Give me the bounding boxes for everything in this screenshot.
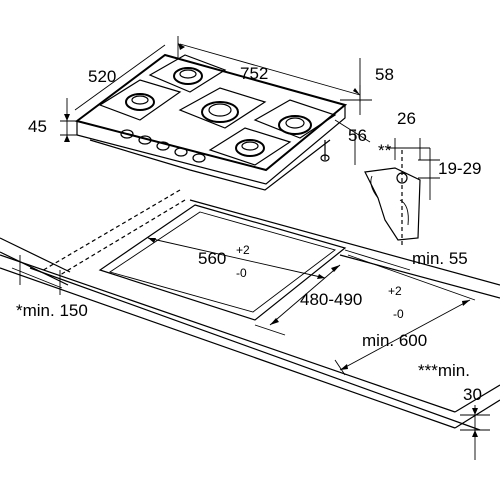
- arrow-30-top: [472, 408, 478, 415]
- arrow-752-left: [178, 43, 185, 50]
- dim-600-line: [339, 299, 471, 371]
- label-min-600: min. 600: [362, 331, 427, 350]
- knob-2: [138, 135, 152, 145]
- grate-left-front: [98, 79, 182, 121]
- label-560-tol-minus: -0: [236, 266, 247, 280]
- cooktop-drawing: [74, 53, 348, 191]
- arrow-heads: [64, 43, 478, 437]
- label-min-55: min. 55: [412, 249, 468, 268]
- label-480-tol-minus: -0: [393, 307, 404, 321]
- wall-line: [339, 254, 500, 299]
- burner-3-cap: [208, 103, 232, 117]
- dim-56-line: [334, 119, 371, 143]
- label-560-tol-plus: +2: [236, 243, 250, 257]
- dimension-labels: 752 520 45 58 56 26 ** 19-29 560 +2 -0 4…: [16, 64, 482, 404]
- dim-55-line: [344, 249, 411, 271]
- grate-center: [178, 87, 267, 129]
- worktop-left-top: [0, 237, 71, 273]
- control-knobs: [120, 129, 206, 163]
- knob-1: [120, 129, 134, 139]
- arrow-480-bottom: [270, 318, 279, 325]
- label-58: 58: [375, 65, 394, 84]
- dim-600-ext: [334, 359, 346, 376]
- burner-1-cap: [131, 95, 149, 105]
- worktop-back-edge: [189, 199, 500, 286]
- label-19-29: 19-29: [438, 159, 481, 178]
- dim-560-line: [147, 237, 326, 279]
- cutout-outer: [98, 204, 347, 321]
- arrow-560-right: [317, 274, 325, 279]
- worktop-drawing: [0, 189, 500, 460]
- label-double-star: **: [378, 141, 392, 160]
- arrow-752-right: [353, 88, 360, 95]
- clamp-profile: [364, 167, 421, 241]
- burner-5-cap: [241, 141, 259, 151]
- burner-1: [125, 93, 155, 111]
- clamp-detail: [364, 138, 440, 245]
- label-26: 26: [397, 109, 416, 128]
- label-min-30-line2: 30: [463, 385, 482, 404]
- arrow-45-bottom: [64, 135, 70, 142]
- clamp-curve: [370, 175, 379, 199]
- arrow-30-bottom: [472, 430, 478, 437]
- grate-right-back: [253, 99, 337, 139]
- arrow-600-top: [462, 300, 470, 306]
- footprint-dashed-2: [39, 189, 181, 273]
- label-480-490: 480-490: [300, 290, 362, 309]
- label-560: 560: [198, 249, 226, 268]
- worktop-right-edge-low: [454, 399, 500, 429]
- label-min-30-line1: ***min.: [418, 361, 470, 380]
- burner-5: [235, 139, 265, 157]
- grate-right-front: [208, 127, 292, 166]
- grate-left-back: [148, 54, 227, 93]
- cooktop-connector-end: [320, 154, 330, 162]
- dim-752-line: [179, 43, 361, 96]
- burner-2-cap: [179, 69, 197, 79]
- arrow-45-top: [64, 114, 70, 121]
- burner-3-wok: [201, 101, 239, 123]
- label-45: 45: [28, 117, 47, 136]
- knob-3: [156, 141, 170, 151]
- cooktop-casing: [89, 139, 331, 191]
- arrow-560-left: [148, 238, 156, 243]
- dim-520-line: [74, 44, 166, 111]
- worktop-front-face-bottom: [0, 267, 456, 429]
- burner-2: [173, 67, 203, 85]
- arrow-480-top: [331, 265, 340, 272]
- cooktop-glass-edge: [76, 105, 346, 185]
- footprint-dashed-1: [59, 199, 186, 276]
- burner-4: [278, 115, 312, 135]
- dim-480-line: [269, 264, 341, 326]
- knob-4: [174, 147, 188, 157]
- dim-480-ext: [254, 324, 286, 336]
- label-520: 520: [88, 67, 116, 86]
- burner-4-cap: [285, 117, 305, 129]
- worktop-left-bottom: [0, 251, 69, 286]
- clamp-inner-curve: [399, 199, 409, 226]
- cutout-inner: [108, 211, 336, 313]
- worktop-right-edge: [454, 384, 500, 413]
- label-480-tol-plus: +2: [388, 284, 402, 298]
- label-min-150: *min. 150: [16, 301, 88, 320]
- label-56: 56: [348, 126, 367, 145]
- label-752: 752: [240, 64, 268, 83]
- cooktop-glass-top: [74, 53, 348, 172]
- knob-5: [192, 153, 206, 163]
- arrow-600-bottom: [340, 364, 348, 370]
- dim-55-wall: [347, 254, 476, 301]
- worktop-front-face-top: [0, 254, 456, 413]
- burners: [125, 67, 312, 157]
- worktop-front-edge: [29, 267, 481, 431]
